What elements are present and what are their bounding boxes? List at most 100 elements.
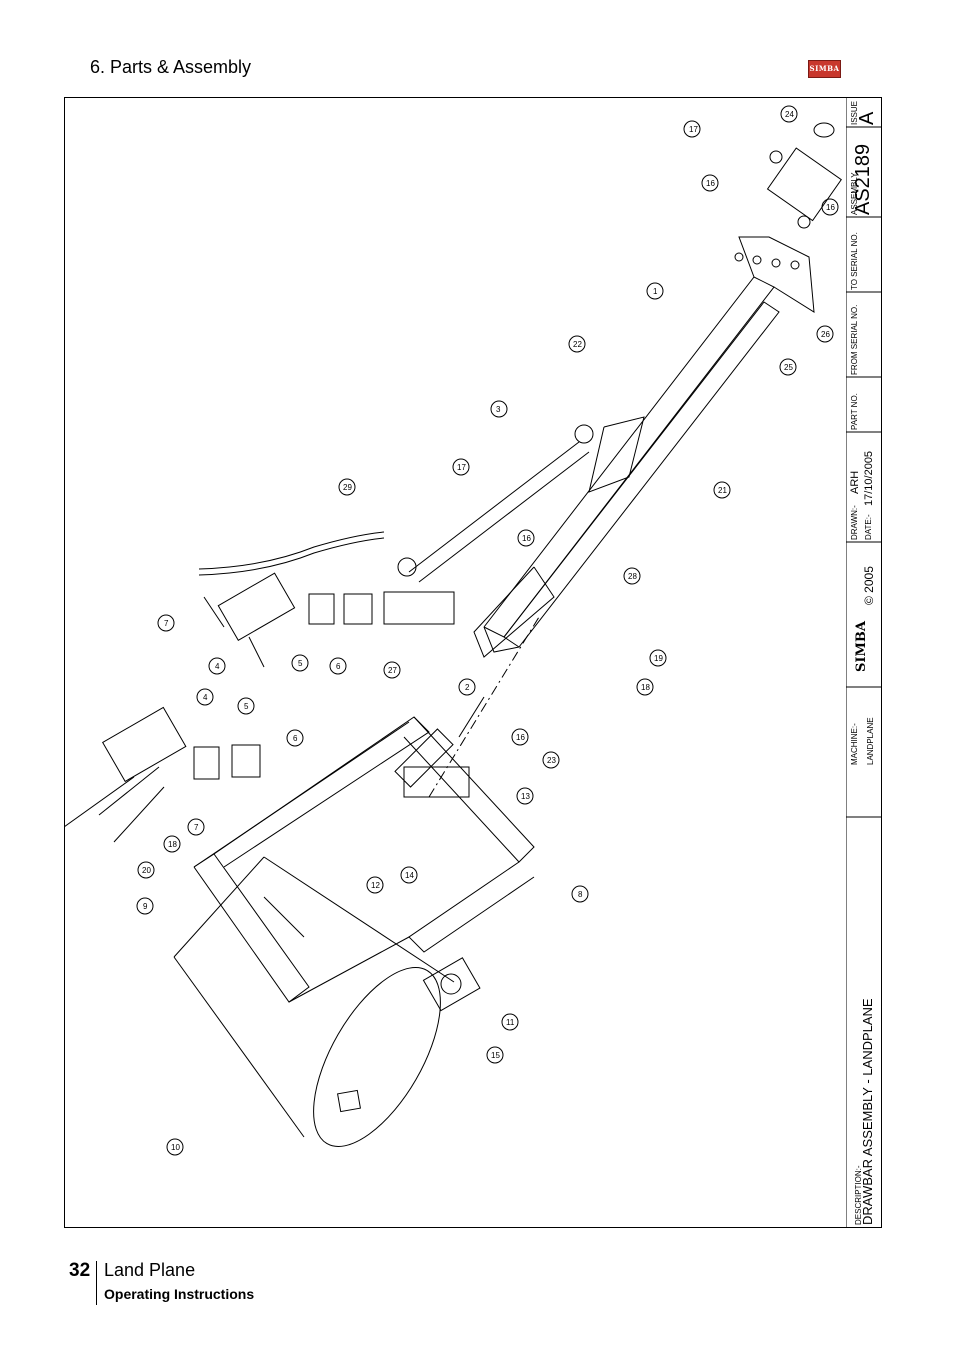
- copyright: © 2005: [862, 566, 876, 605]
- machine-label: MACHINE:-: [850, 723, 859, 765]
- svg-text:17: 17: [457, 463, 466, 472]
- from-serial-label: FROM SERIAL NO.: [850, 304, 859, 375]
- svg-text:18: 18: [641, 683, 650, 692]
- callout-14: 28: [623, 567, 641, 585]
- svg-text:7: 7: [164, 619, 169, 628]
- section-title: 6. Parts & Assembly: [90, 57, 252, 77]
- assembly-number: AS2189: [852, 143, 874, 215]
- callout-1: 17: [683, 120, 701, 138]
- svg-text:10: 10: [171, 1143, 180, 1152]
- svg-text:6: 6: [293, 734, 298, 743]
- callout-7: 3: [490, 400, 508, 418]
- drawing-frame: [64, 97, 882, 1228]
- callout-balloons: 17 24 16 16 1 22 3 25 26 21 29 17 16 28 …: [136, 105, 839, 1156]
- callout-34: 9: [136, 897, 154, 915]
- drawbar-beam: [473, 236, 815, 658]
- svg-text:16: 16: [826, 203, 835, 212]
- product-name: Land Plane: [104, 1260, 196, 1280]
- svg-text:15: 15: [491, 1051, 500, 1060]
- callout-15: 7: [157, 614, 175, 632]
- callout-26: 5: [237, 697, 255, 715]
- callout-32: 14: [400, 866, 418, 884]
- svg-text:18: 18: [168, 840, 177, 849]
- svg-text:20: 20: [142, 866, 151, 875]
- svg-text:16: 16: [516, 733, 525, 742]
- callout-4: 16: [821, 198, 839, 216]
- svg-text:4: 4: [203, 693, 208, 702]
- callout-11: 29: [338, 478, 356, 496]
- svg-text:6: 6: [336, 662, 341, 671]
- svg-text:26: 26: [821, 330, 830, 339]
- title-block: ISSUE A ASSEMBLY AS2189 TO SERIAL NO. FR…: [846, 97, 882, 1228]
- callout-29: 7: [187, 818, 205, 836]
- callout-9: 26: [816, 325, 834, 343]
- callout-20: 2: [458, 678, 476, 696]
- callout-12: 17: [452, 458, 470, 476]
- svg-text:3: 3: [496, 405, 501, 414]
- svg-text:8: 8: [578, 890, 583, 899]
- callout-24: 23: [542, 751, 560, 769]
- upper-pivot: [203, 572, 455, 668]
- callout-25: 4: [196, 688, 214, 706]
- brand-logo-text: SIMBA: [854, 621, 869, 672]
- date-value: 17/10/2005: [863, 450, 875, 506]
- hitch-bracket: [766, 122, 842, 229]
- callout-10: 21: [713, 481, 731, 499]
- svg-text:25: 25: [784, 363, 793, 372]
- callout-17: 5: [291, 654, 309, 672]
- callout-6: 22: [568, 335, 586, 353]
- date-label: DATE:-: [864, 514, 873, 540]
- svg-text:2: 2: [465, 683, 470, 692]
- part-no-label: PART NO.: [850, 393, 859, 430]
- svg-text:7: 7: [194, 823, 199, 832]
- callout-13: 16: [517, 529, 535, 547]
- callout-23: 16: [511, 728, 529, 746]
- callout-27: 6: [286, 729, 304, 747]
- drawn-value: ARH: [849, 470, 861, 494]
- svg-text:9: 9: [143, 902, 148, 911]
- callout-36: 11: [501, 1013, 519, 1031]
- callout-33: 12: [366, 876, 384, 894]
- svg-text:5: 5: [298, 659, 303, 668]
- callout-35: 8: [571, 885, 589, 903]
- callout-3: 16: [701, 174, 719, 192]
- svg-text:14: 14: [405, 871, 414, 880]
- svg-text:28: 28: [628, 572, 637, 581]
- callout-31: 20: [137, 861, 155, 879]
- svg-text:22: 22: [573, 340, 582, 349]
- footer-divider: [96, 1261, 97, 1305]
- callout-38: 10: [166, 1138, 184, 1156]
- callout-5: 1: [646, 282, 664, 300]
- lower-pivot: [64, 706, 470, 843]
- to-serial-label: TO SERIAL NO.: [850, 232, 859, 290]
- svg-text:4: 4: [215, 662, 220, 671]
- exploded-parts-drawing: 17 24 16 16 1 22 3 25 26 21 29 17 16 28 …: [64, 105, 842, 1156]
- callout-8: 25: [779, 358, 797, 376]
- svg-text:27: 27: [388, 666, 397, 675]
- callout-19: 27: [383, 661, 401, 679]
- svg-text:16: 16: [706, 179, 715, 188]
- svg-text:5: 5: [244, 702, 249, 711]
- svg-text:24: 24: [785, 110, 794, 119]
- turnbuckle: [397, 424, 594, 583]
- svg-text:17: 17: [689, 125, 698, 134]
- page-number: 32: [69, 1260, 91, 1281]
- title-block-grid: [846, 97, 882, 1228]
- chain: [198, 531, 385, 576]
- callout-18: 6: [329, 657, 347, 675]
- svg-text:12: 12: [371, 881, 380, 890]
- svg-text:13: 13: [521, 792, 530, 801]
- logo-text: SIMBA: [809, 64, 840, 73]
- svg-text:21: 21: [718, 486, 727, 495]
- callout-37: 15: [486, 1046, 504, 1064]
- machine-value: LANDPLANE: [866, 717, 875, 765]
- simba-logo: SIMBA: [808, 60, 841, 78]
- roller-drum: [173, 856, 455, 1147]
- svg-text:16: 16: [522, 534, 531, 543]
- svg-text:19: 19: [654, 654, 663, 663]
- svg-text:29: 29: [343, 483, 352, 492]
- drawn-label: DRAWN:-: [850, 505, 859, 540]
- roller-frame: [193, 696, 535, 1003]
- centre-line: [428, 616, 540, 798]
- callout-22: 18: [636, 678, 654, 696]
